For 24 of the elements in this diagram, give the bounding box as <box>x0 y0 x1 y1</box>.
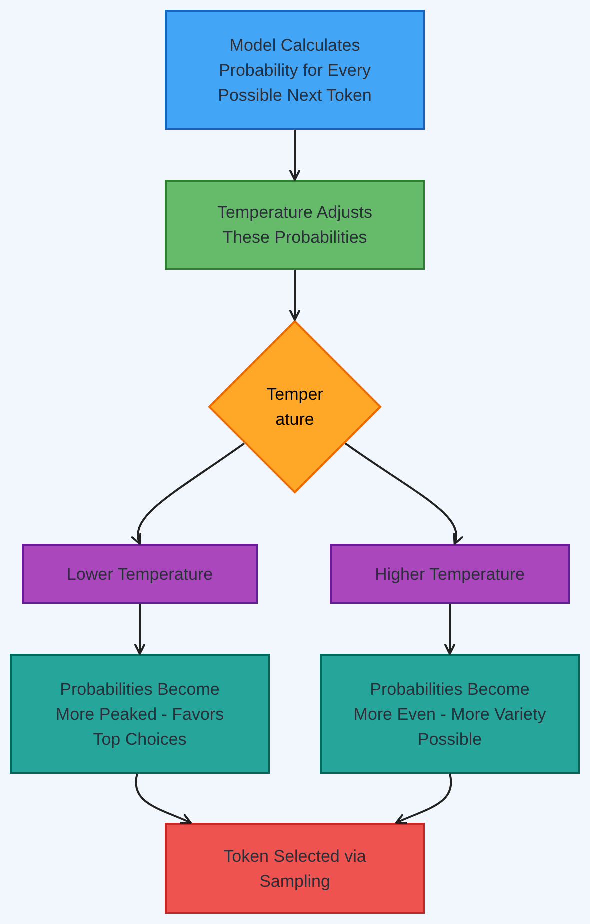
process-box <box>165 10 425 130</box>
node-label: Temperature Adjusts These Probabilities <box>216 202 374 249</box>
node-label: Probabilities Become More Peaked - Favors Top Choices <box>54 678 226 750</box>
arrow <box>395 774 452 824</box>
node-label: Lower Temperature <box>66 564 214 586</box>
arrow <box>290 130 300 181</box>
decision-diamond <box>208 320 382 494</box>
process-box <box>165 823 425 914</box>
arrow <box>134 604 146 655</box>
process-box <box>10 654 270 774</box>
process-box <box>22 544 258 604</box>
node-label: Temperature <box>266 384 324 431</box>
arrow <box>135 774 192 824</box>
process-box <box>320 654 580 774</box>
arrow <box>290 270 300 321</box>
node-label: Probabilities Become More Even - More Variety Possible <box>352 678 548 750</box>
arrow <box>132 442 246 545</box>
process-box <box>330 544 570 604</box>
arrow <box>344 442 462 545</box>
node-label: Model Calculates Probability for Every Possible Next Token <box>217 34 373 106</box>
node-label: Higher Temperature <box>375 564 525 586</box>
process-box <box>165 180 425 270</box>
node-label: Token Selected via Sampling <box>222 846 368 892</box>
arrow <box>444 604 456 655</box>
